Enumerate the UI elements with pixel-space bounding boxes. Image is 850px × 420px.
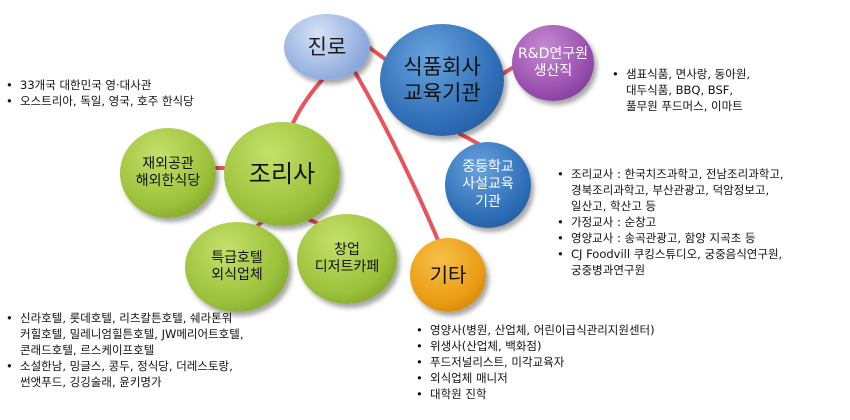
node-other-label: 기타: [429, 262, 467, 287]
list-item: 푸드저널리스트, 미각교육자: [416, 354, 796, 370]
list-item: 조리교사 : 한국치즈과학고, 전남조리과학고, 경북조리과학고, 부산관광고,…: [557, 166, 847, 214]
node-other: 기타: [410, 238, 486, 312]
node-hotel-label: 특급호텔 외식업체: [211, 249, 263, 284]
embassy-list: 33개국 대한민국 영·대사관 오스트리아, 독일, 영국, 호주 한식당: [6, 77, 276, 109]
list-item: 오스트리아, 독일, 영국, 호주 한식당: [6, 93, 276, 109]
node-startup-label: 창업 디저트카페: [314, 241, 380, 276]
list-item: 신라호텔, 롯데호텔, 리츠칼튼호텔, 쉐라톤워 커힐호텔, 밀레니엄힐튼호텔,…: [6, 310, 324, 358]
node-career: 진로: [284, 14, 370, 80]
node-school-private-education: 중등학교 사설교육 기관: [445, 142, 531, 228]
node-embassy-label: 재외공관 해외한식당: [135, 155, 201, 190]
node-food-company-education: 식품회사 교육기관: [380, 24, 504, 136]
list-item: 영양교사 : 송곡관광고, 함양 지곡초 등: [557, 230, 847, 246]
node-chef-label: 조리사: [248, 160, 316, 188]
link-root-other: [353, 70, 442, 247]
list-item: 가정교사 : 순창고: [557, 214, 847, 230]
list-item: 외식업체 매니저: [416, 370, 796, 386]
rnd-company-list: 샘표식품, 면사랑, 동아원, 대두식품, BBQ, BSF, 풀무원 푸드머스…: [612, 66, 848, 114]
list-item: 위생사(산업체, 백화점): [416, 338, 796, 354]
node-rnd-production: R&D연구원 생산직: [512, 25, 594, 101]
node-food-company-label: 식품회사 교육기관: [403, 54, 481, 105]
list-item: 영양사(병원, 산업체, 어린이급식관리지원센터): [416, 322, 796, 338]
node-school-label: 중등학교 사설교육 기관: [462, 158, 514, 210]
list-item: 33개국 대한민국 영·대사관: [6, 77, 276, 93]
other-career-list: 영양사(병원, 산업체, 어린이급식관리지원센터) 위생사(산업체, 백화점) …: [416, 322, 796, 402]
school-list: 조리교사 : 한국치즈과학고, 전남조리과학고, 경북조리과학고, 부산관광고,…: [557, 166, 847, 278]
list-item: 소설한남, 밍글스, 콩두, 정식당, 더레스토랑, 썬앳푸드, 깅깅술래, 윤…: [6, 358, 324, 390]
node-chef: 조리사: [224, 122, 340, 226]
list-item: 대학원 진학: [416, 386, 796, 402]
list-item: CJ Foodvill 쿠킹스튜디오, 궁중음식연구원, 궁중병과연구원: [557, 246, 847, 278]
node-startup-dessert-cafe: 창업 디저트카페: [297, 214, 397, 304]
node-career-label: 진로: [307, 34, 347, 59]
node-embassy-overseas: 재외공관 해외한식당: [120, 128, 216, 218]
node-hotel-dining: 특급호텔 외식업체: [185, 222, 289, 312]
hotel-list: 신라호텔, 롯데호텔, 리츠칼튼호텔, 쉐라톤워 커힐호텔, 밀레니엄힐튼호텔,…: [6, 310, 324, 390]
list-item: 샘표식품, 면사랑, 동아원, 대두식품, BBQ, BSF, 풀무원 푸드머스…: [612, 66, 848, 114]
node-rnd-label: R&D연구원 생산직: [517, 45, 589, 80]
